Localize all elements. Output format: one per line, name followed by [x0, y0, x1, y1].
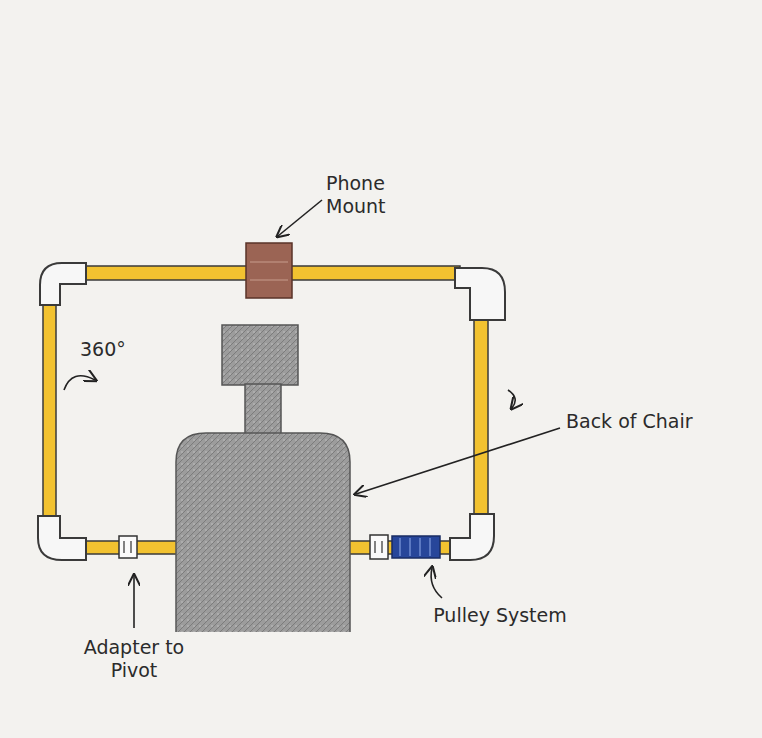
leader-arrow — [356, 428, 560, 494]
part-label: Phone Mount — [326, 172, 436, 218]
pulley-coil — [400, 538, 430, 556]
elbow — [455, 268, 505, 320]
phone-mount — [246, 243, 292, 298]
adapter — [370, 535, 388, 559]
leader-arrow — [431, 568, 442, 598]
rotation-arrow — [508, 390, 515, 408]
leader-arrow — [133, 576, 135, 628]
pulley-system — [392, 536, 440, 558]
leader-arrow — [278, 200, 322, 236]
part-label: Adapter to Pivot — [74, 636, 194, 682]
adapter-detail — [124, 541, 131, 553]
rotation-arrow — [64, 376, 95, 390]
left-pipe — [43, 305, 56, 520]
phone-mount-detail — [250, 262, 288, 280]
part-label: Pulley System — [430, 604, 570, 627]
elbow — [38, 516, 86, 560]
adapter-detail — [375, 541, 382, 553]
chair-headrest — [222, 325, 298, 385]
right-pipe — [474, 318, 488, 518]
chair-back — [176, 433, 350, 632]
chair-neck — [245, 384, 281, 436]
part-label: Back of Chair — [566, 410, 706, 433]
angle-label: 360° — [80, 338, 140, 361]
elbow — [40, 263, 86, 305]
elbow — [450, 514, 494, 560]
pivot-adapter — [119, 536, 137, 558]
